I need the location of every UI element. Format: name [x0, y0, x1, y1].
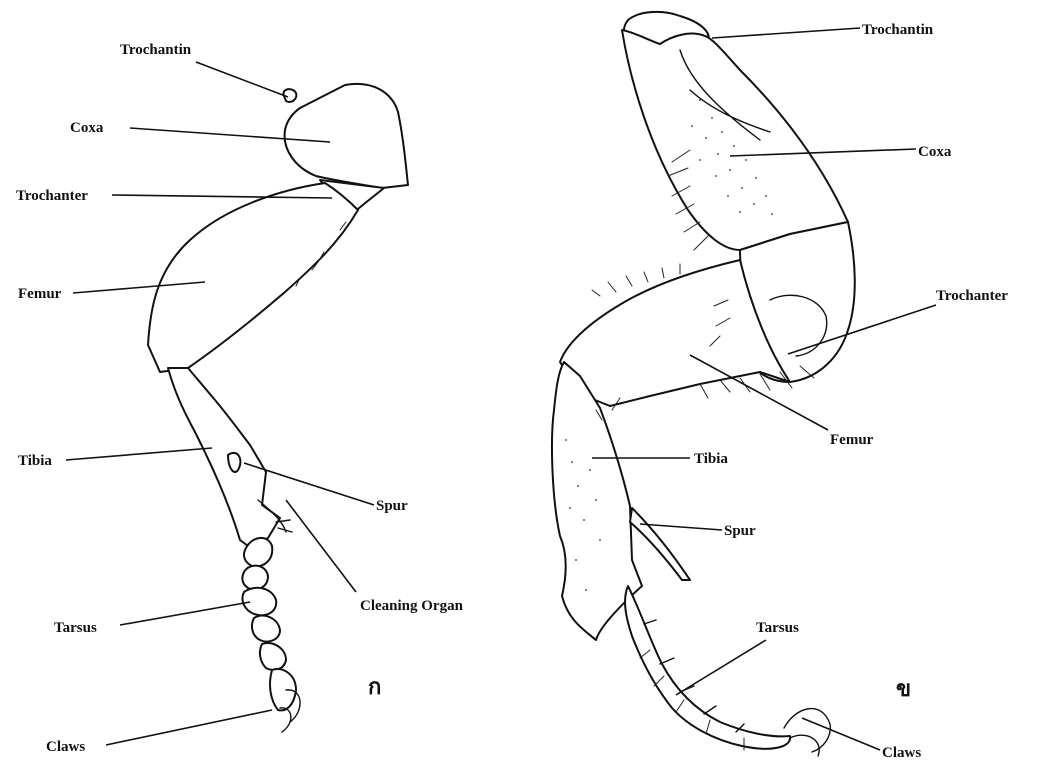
left-coxa-shape [285, 84, 408, 188]
left-tarsus-seg5 [260, 643, 286, 670]
left-label-spur: Spur [376, 498, 408, 514]
left-tarsus-seg6 [270, 669, 296, 710]
left-label-tibia: Tibia [18, 453, 52, 469]
right-claw-b [790, 735, 819, 756]
right-label-femur: Femur [830, 432, 874, 448]
right-panel-label: ข [896, 676, 911, 701]
right-label-tibia: Tibia [694, 451, 728, 467]
right-leg-drawing [552, 12, 855, 756]
right-label-trochanter: Trochanter [936, 288, 1008, 304]
right-label-coxa: Coxa [918, 144, 952, 160]
right-label-trochantin: Trochantin [862, 22, 934, 38]
left-tibia-shape [168, 368, 280, 546]
left-label-trochanter: Trochanter [16, 188, 88, 204]
left-tarsus-seg4 [252, 616, 280, 642]
left-tarsus-seg3 [242, 588, 276, 615]
left-femur-shape [148, 183, 358, 372]
right-label-tarsus: Tarsus [756, 620, 799, 636]
left-tarsus-seg2 [242, 566, 268, 590]
right-label-claws: Claws [882, 745, 921, 761]
left-claw-b [280, 708, 291, 732]
right-spur-shape [630, 508, 690, 580]
right-coxa-shape [622, 30, 848, 250]
left-label-cleaning-organ: Cleaning Organ [360, 598, 464, 614]
left-label-trochantin: Trochantin [120, 42, 192, 58]
right-tarsus-shape [625, 586, 790, 749]
left-label-coxa: Coxa [70, 120, 104, 136]
left-label-tarsus: Tarsus [54, 620, 97, 636]
left-label-claws: Claws [46, 739, 85, 755]
right-claw-a [784, 709, 830, 752]
right-label-spur: Spur [724, 523, 756, 539]
left-label-femur: Femur [18, 286, 62, 302]
left-leg-drawing [148, 84, 408, 732]
left-panel-label: ก [368, 674, 381, 699]
